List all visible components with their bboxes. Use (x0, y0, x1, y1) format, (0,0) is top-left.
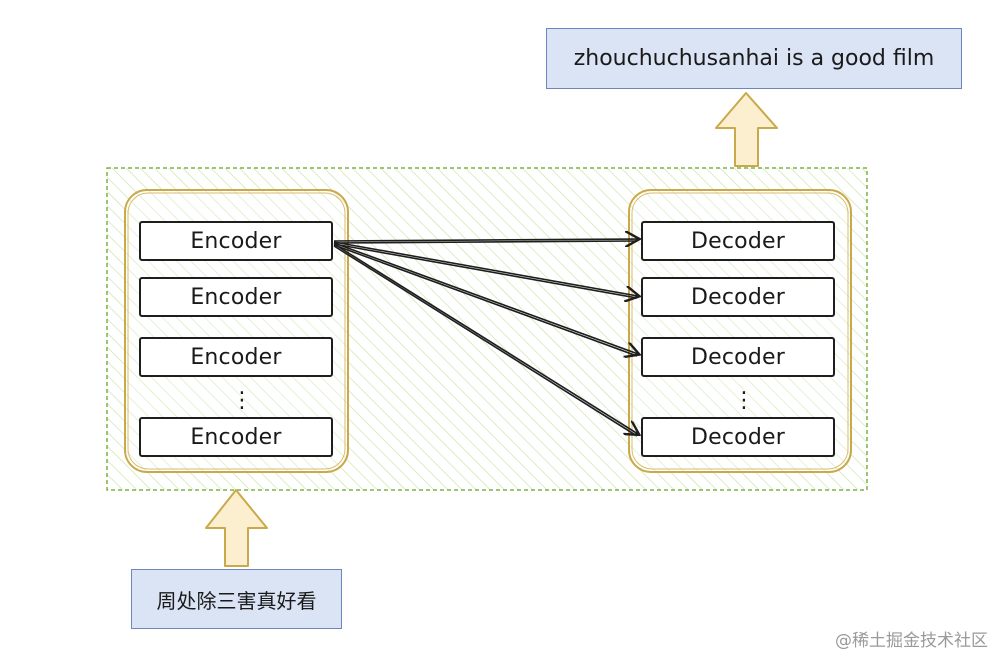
connection-arrow-1 (333, 239, 638, 241)
encoder-ellipsis: ⋮ (231, 390, 253, 412)
decoder-block: Decoder (641, 417, 835, 457)
decoder-ellipsis: ⋮ (733, 390, 755, 412)
encoder-label: Encoder (190, 424, 282, 450)
watermark: @稀土掘金技术社区 (835, 631, 988, 651)
encoder-label: Encoder (190, 228, 282, 254)
decoder-label: Decoder (691, 344, 785, 370)
encoder-block: Encoder (139, 221, 333, 261)
output-text-box: zhouchuchusanhai is a good film (546, 28, 962, 89)
output-text: zhouchuchusanhai is a good film (573, 46, 935, 71)
encoder-block: Encoder (139, 417, 333, 457)
decoder-label: Decoder (691, 228, 785, 254)
decoder-block: Decoder (641, 277, 835, 317)
output-up-arrow (715, 92, 778, 167)
connection-arrow-3 (333, 242, 638, 354)
input-text: 周处除三害真好看 (156, 588, 317, 613)
encoder-block: Encoder (139, 277, 333, 317)
encoder-decoder-connections (333, 239, 638, 437)
input-up-arrow (205, 489, 268, 567)
decoder-block: Decoder (641, 221, 835, 261)
decoder-block: Decoder (641, 337, 835, 377)
input-text-box: 周处除三害真好看 (131, 569, 342, 629)
decoder-label: Decoder (691, 424, 785, 450)
connection-arrow-2 (333, 241, 638, 296)
encoder-block: Encoder (139, 337, 333, 377)
encoder-label: Encoder (190, 284, 282, 310)
connection-arrow-4 (333, 243, 638, 434)
encoder-label: Encoder (190, 344, 282, 370)
decoder-label: Decoder (691, 284, 785, 310)
